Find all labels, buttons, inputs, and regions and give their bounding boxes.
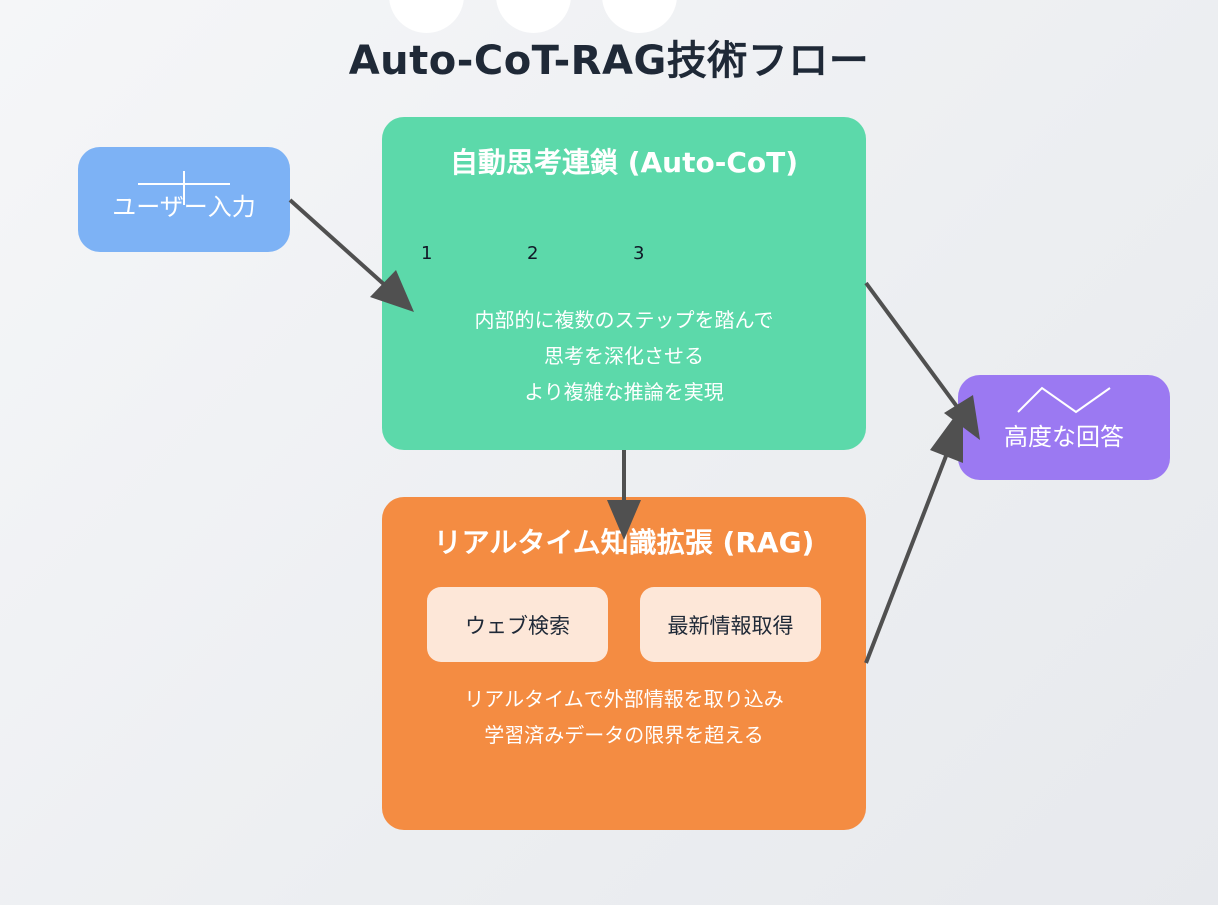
arrow-rag-to-output xyxy=(864,405,963,664)
rag-description: リアルタイムで外部情報を取り込み 学習済みデータの限界を超える xyxy=(382,681,866,753)
user-input-glyph-icon xyxy=(138,171,230,205)
rag-item-latest-info: 最新情報取得 xyxy=(640,587,821,662)
rag-node: リアルタイム知識拡張 (RAG) リアルタイムで外部情報を取り込み 学習済みデー… xyxy=(382,497,866,830)
cot-step-number: 2 xyxy=(527,243,539,264)
rag-description-line: 学習済みデータの限界を超える xyxy=(484,723,764,747)
auto-cot-description: 内部的に複数のステップを踏んで 思考を深化させる より複雑な推論を実現 xyxy=(382,302,866,410)
user-input-node: ユーザー入力 xyxy=(78,147,290,252)
cot-step-number: 1 xyxy=(421,243,433,264)
cot-step-number: 3 xyxy=(633,243,645,264)
output-label: 高度な回答 xyxy=(1004,423,1124,451)
diagram-title: Auto-CoT-RAG技術フロー xyxy=(348,38,870,84)
auto-cot-node: 自動思考連鎖 (Auto-CoT) 内部的に複数のステップを踏んで 思考を深化さ… xyxy=(382,117,866,450)
rag-title: リアルタイム知識拡張 (RAG) xyxy=(433,526,815,559)
rag-item-web-search: ウェブ検索 xyxy=(427,587,608,662)
auto-cot-description-line: 思考を深化させる xyxy=(544,344,704,368)
user-input-label: ユーザー入力 xyxy=(112,193,256,221)
output-check-icon xyxy=(1017,386,1111,414)
auto-cot-description-line: 内部的に複数のステップを踏んで xyxy=(474,308,774,332)
rag-description-line: リアルタイムで外部情報を取り込み xyxy=(464,687,784,711)
auto-cot-description-line: より複雑な推論を実現 xyxy=(524,380,724,404)
output-node: 高度な回答 xyxy=(958,375,1170,480)
auto-cot-title: 自動思考連鎖 (Auto-CoT) xyxy=(449,146,799,179)
